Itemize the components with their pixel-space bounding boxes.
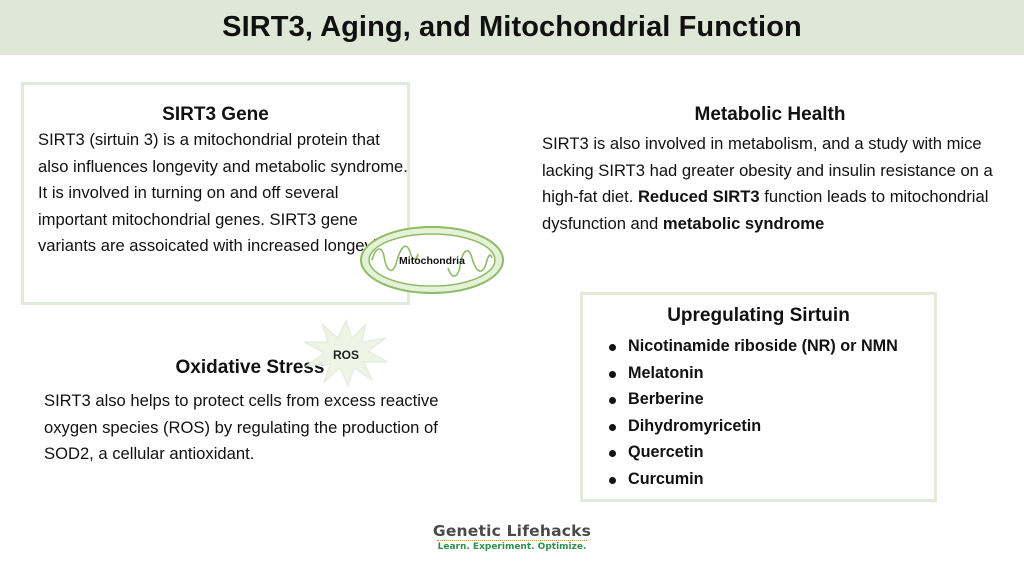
- logo-name: Genetic Lifehacks: [432, 522, 592, 540]
- logo-tagline: Learn. Experiment. Optimize.: [437, 542, 587, 552]
- metabolic-health-text-part1: SIRT3 is also involved in metabolism, an…: [542, 134, 993, 206]
- list-item: Melatonin: [606, 360, 898, 387]
- mitochondria-label: Mitochondria: [399, 255, 465, 267]
- ros-starburst-icon: ROS: [303, 318, 389, 388]
- metabolic-health-bold-metabolic-syndrome: metabolic syndrome: [662, 213, 825, 233]
- ros-label: ROS: [333, 348, 359, 362]
- genetic-lifehacks-logo: Genetic Lifehacks Learn. Experiment. Opt…: [412, 522, 612, 552]
- sirt3-gene-box: [21, 82, 410, 305]
- list-item: Dihydromyricetin: [606, 413, 898, 440]
- metabolic-health-text: SIRT3 is also involved in metabolism, an…: [542, 131, 1002, 237]
- upregulating-sirtuin-box: [580, 292, 937, 502]
- list-item: Curcumin: [606, 466, 898, 493]
- oxidative-stress-text: SIRT3 also helps to protect cells from e…: [44, 391, 439, 463]
- list-item: Berberine: [606, 386, 898, 413]
- upregulating-sirtuin-list: Nicotinamide riboside (NR) or NMN Melato…: [606, 333, 898, 493]
- mitochondria-icon: Mitochondria: [360, 226, 504, 294]
- oxidative-stress-heading: Oxidative Stress: [175, 357, 325, 378]
- metabolic-health-bold-reduced-sirt3: Reduced SIRT3: [637, 187, 760, 206]
- sirt3-gene-heading: SIRT3 Gene: [162, 104, 269, 125]
- upregulating-sirtuin-heading: Upregulating Sirtuin: [667, 305, 850, 326]
- page-title: SIRT3, Aging, and Mitochondrial Function: [222, 11, 802, 43]
- list-item: Nicotinamide riboside (NR) or NMN: [606, 333, 898, 360]
- metabolic-health-heading: Metabolic Health: [694, 104, 846, 125]
- list-item: Quercetin: [606, 439, 898, 466]
- title-bar: SIRT3, Aging, and Mitochondrial Function: [0, 0, 1024, 55]
- metabolic-health-text-part2: function leads to mitochondrial dysfunct…: [542, 187, 989, 233]
- sirt3-gene-text: SIRT3 (sirtuin 3) is a mitochondrial pro…: [38, 130, 408, 255]
- logo-divider: [437, 540, 587, 541]
